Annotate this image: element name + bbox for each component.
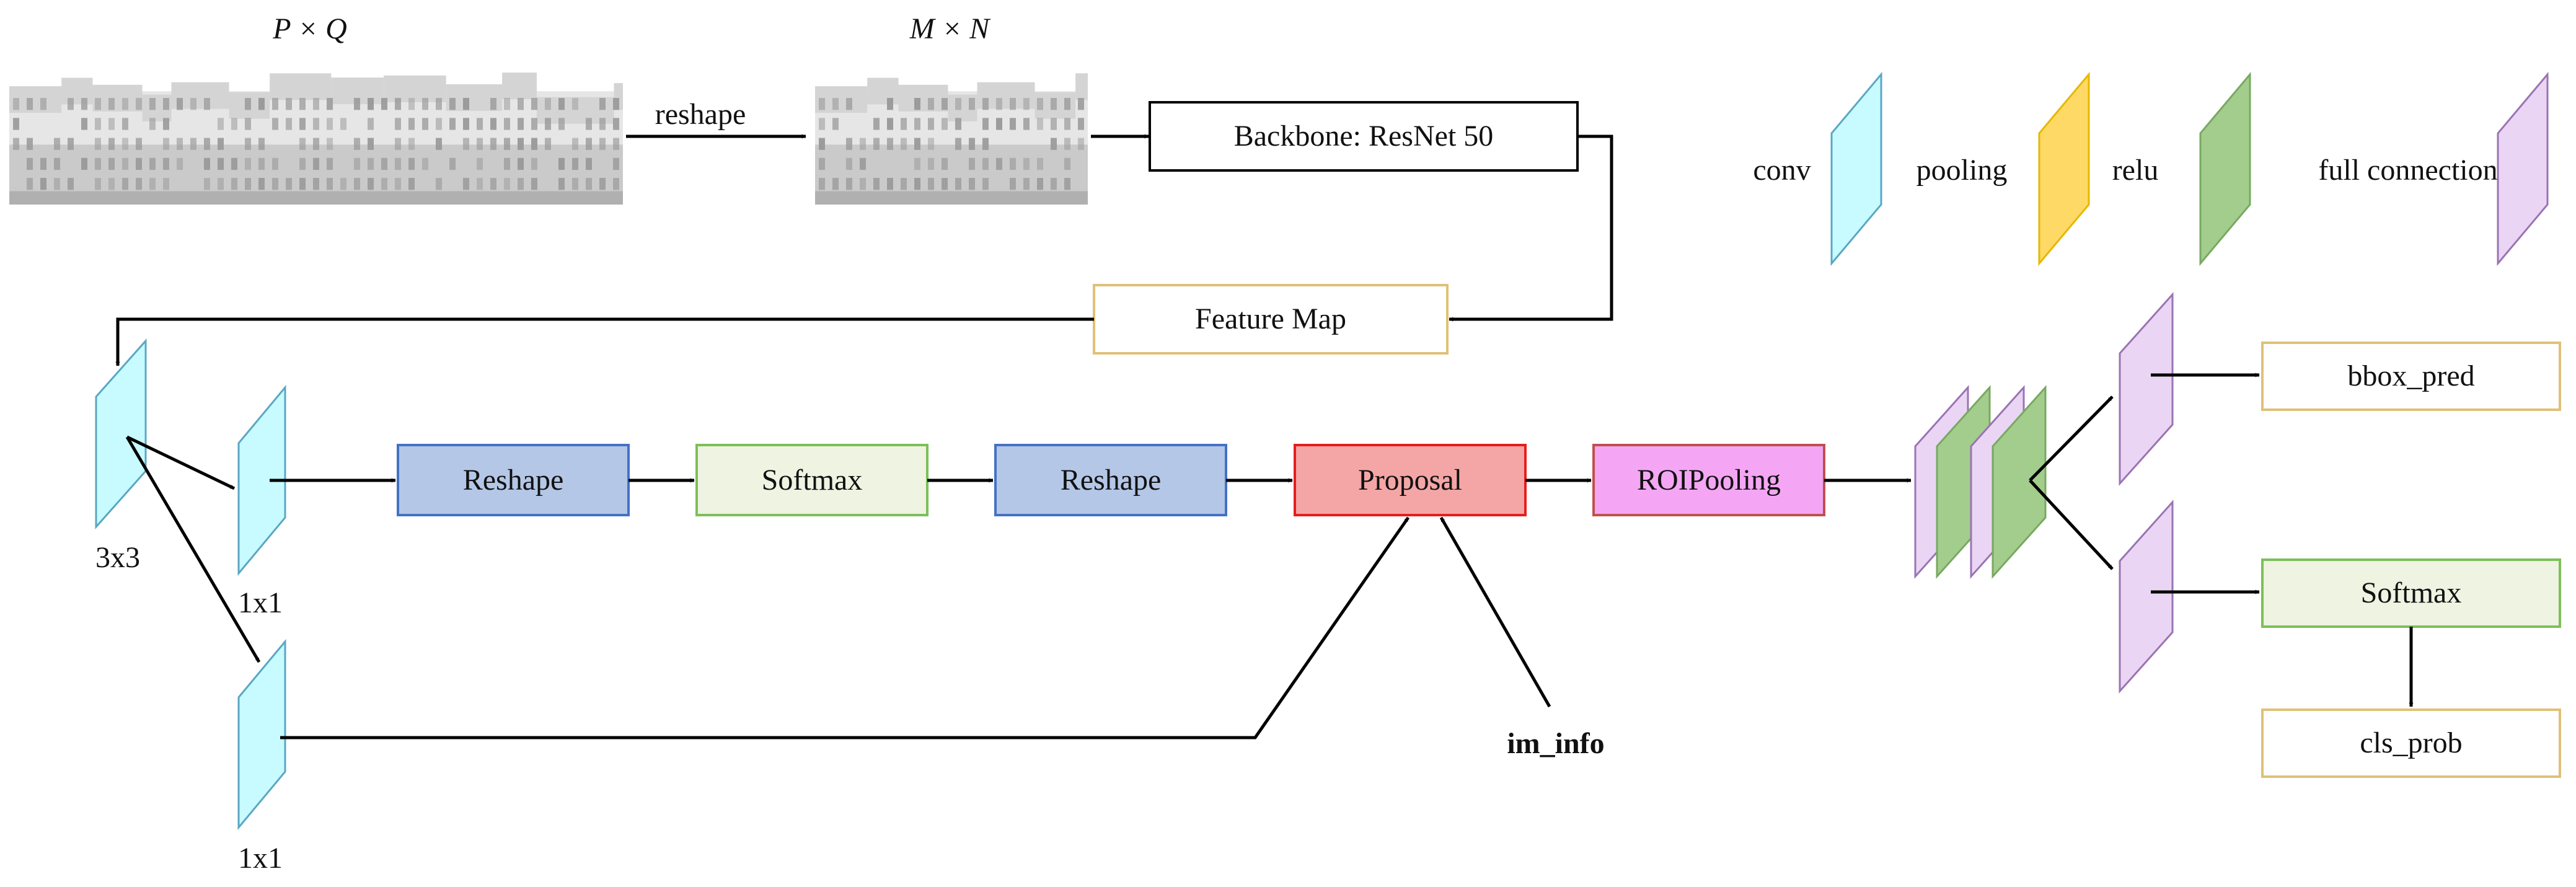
legend-conv-swatch [1830,71,1882,267]
conv3-to-reg-arrow [125,436,261,663]
reshape1-box [397,444,630,516]
backbone-box [1149,101,1579,172]
reshape2-box [994,444,1227,516]
reshape2-label: Reshape [1061,464,1162,496]
input-size-label: P × Q [272,12,347,45]
backbone-label: Backbone: ResNet 50 [1234,120,1494,152]
conv1x1-cls-layer [237,384,286,576]
iminfo-to-proposal-arrow [1439,516,1551,708]
legend-conv-label: conv [1753,154,1811,187]
head-to-bbox-fc-arrow [2029,395,2114,482]
bbox-pred-label: bbox_pred [2347,360,2474,392]
input-facade-image [9,73,623,205]
feature-map-label: Feature Map [1195,302,1346,335]
cls-prob-label: cls_prob [2360,726,2462,759]
fc-bbox-layer [2119,292,2174,486]
proposal-box [1294,444,1527,516]
conv1x1-reg-layer [237,638,286,831]
head-to-cls-fc-arrow [2029,479,2114,570]
softmax1-box [695,444,929,516]
softmax1-label: Softmax [762,464,863,496]
relu-layer-2 [1992,385,2047,579]
roipooling-label: ROIPooling [1637,464,1781,496]
softmax2-box [2261,558,2561,628]
conv1x1-cls-label: 1x1 [238,586,283,619]
softmax2-label: Softmax [2361,576,2462,609]
conv3x3-label: 3x3 [95,541,140,574]
legend-pooling-label: pooling [1917,154,2008,187]
legend-pooling-swatch [2038,71,2090,267]
reg-to-proposal-arrow [280,516,1410,739]
conv3x3-layer [95,338,147,529]
conv1x1-reg-label: 1x1 [238,842,283,875]
proposal-label: Proposal [1358,464,1462,496]
legend-fc-label: full connection [2318,154,2497,187]
conv3-to-cls-arrow [126,435,236,490]
fc-cls-layer [2119,500,2174,694]
legend-relu-swatch [2199,71,2251,267]
cls-prob-box [2261,708,2561,778]
legend: conv pooling relu full connection [1753,71,2549,267]
im-info-label: im_info [1507,727,1604,760]
bbox-pred-box [2261,342,2561,411]
resized-facade-image [815,73,1088,205]
resized-size-label: M × N [909,12,991,45]
backbone-to-featuremap-arrow [1449,135,1613,322]
legend-fc-swatch [2497,71,2549,267]
reshape-label: reshape [655,98,746,131]
reshape1-label: Reshape [463,464,564,496]
legend-relu-label: relu [2112,154,2159,187]
featuremap-to-conv-arrow [115,317,1094,366]
